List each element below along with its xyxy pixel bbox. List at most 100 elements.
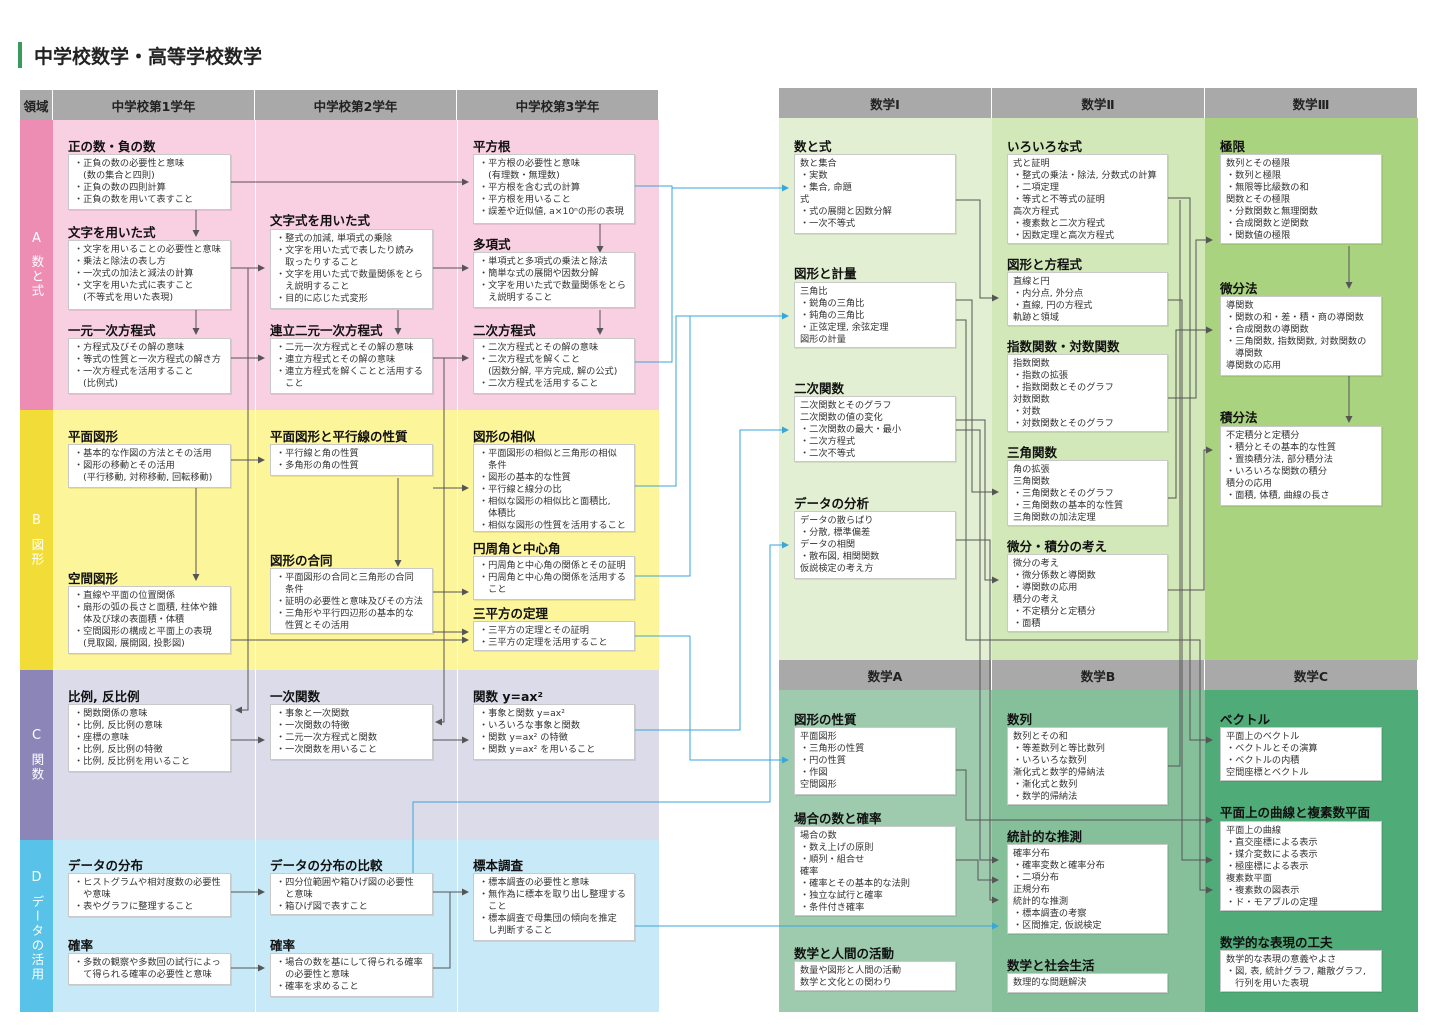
section-title: 平面図形 — [68, 429, 119, 444]
section-title: 数列 — [1007, 712, 1033, 727]
section-title: 文字を用いた式 — [68, 225, 156, 240]
section-title: 正の数・負の数 — [68, 139, 156, 154]
content-box: ・ヒストグラムや相対度数の必要性 や意味 ・表やグラフに整理すること — [68, 873, 231, 917]
section-title: 数学と社会生活 — [1007, 958, 1095, 973]
section-title: 極限 — [1220, 139, 1246, 154]
content-box: ・二元一次方程式とその解の意味 ・連立方程式とその解の意味 ・連立方程式を解くこ… — [270, 338, 433, 394]
content-box: ・平方根の必要性と意味 (有理数・無理数) ・平方根を含む式の計算 ・平方根を用… — [473, 154, 635, 224]
section-title: 図形と方程式 — [1007, 257, 1083, 272]
section-title: 数と式 — [794, 139, 832, 154]
section-title: 微分・積分の考え — [1007, 539, 1108, 554]
header-grade2: 中学校第2学年 — [255, 90, 457, 120]
content-box: 平面上のベクトル ・ベクトルとその演算 ・ベクトルの内積 空間座標とベクトル — [1220, 727, 1382, 781]
content-box: ・関数関係の意味 ・比例, 反比例の意味 ・座標の意味 ・比例, 反比例の特徴 … — [68, 704, 231, 772]
content-box: ・直線や平面の位置関係 ・扇形の弧の長さと面積, 柱体や錐 体及び球の表面積・体… — [68, 586, 231, 654]
content-box: データの散らばり ・分散, 標準偏差 データの相関 ・散布図, 相関関数 仮説検… — [794, 511, 956, 579]
content-box: ・多数の観察や多数回の試行によっ て得られる確率の必要性と意味 — [68, 953, 231, 985]
section-title: 図形と計量 — [794, 266, 857, 281]
content-box: 指数関数 ・指数の拡張 ・指数関数とそのグラフ 対数関数 ・対数 ・対数関数とそ… — [1007, 354, 1168, 432]
section-title: 確率 — [68, 938, 94, 953]
section-title: 図形の性質 — [794, 712, 857, 727]
content-box: 確率分布 ・確率変数と確率分布 ・二項分布 正規分布 統計的な推測 ・標本調査の… — [1007, 844, 1168, 934]
section-title: 数学と人間の活動 — [794, 946, 895, 961]
section-title: ベクトル — [1220, 712, 1271, 727]
content-box: ・平面図形の合同と三角形の合同 条件 ・証明の必要性と意味及びその方法 ・三角形… — [270, 568, 433, 634]
content-box: 式と証明 ・整式の乗法・除法, 分数式の計算 ・二項定理 ・等式と不等式の証明 … — [1007, 154, 1168, 244]
col-sep-2 — [457, 120, 458, 1012]
section-title: 図形の合同 — [270, 553, 333, 568]
section-title: 二次方程式 — [473, 323, 536, 338]
section-title: 文字式を用いた式 — [270, 213, 371, 228]
content-box: ・標本調査の必要性と意味 ・無作為に標本を取り出し整理する こと ・標本調査で母… — [473, 873, 635, 941]
content-box: 不定積分と定積分 ・積分とその基本的な性質 ・置換積分法, 部分積分法 ・いろい… — [1220, 426, 1382, 506]
section-title: 標本調査 — [473, 858, 524, 873]
content-box: ・平行線と角の性質 ・多角形の角の性質 — [270, 444, 433, 476]
section-title: 数学的な表現の工夫 — [1220, 935, 1333, 950]
section-title: 比例, 反比例 — [68, 689, 140, 704]
header-mathA: 数学A — [779, 660, 992, 690]
section-title: データの分布 — [68, 858, 144, 873]
section-title: データの分布の比較 — [270, 858, 383, 873]
section-title: データの分析 — [794, 496, 870, 511]
section-title: 指数関数・対数関数 — [1007, 339, 1120, 354]
header-mathC: 数学C — [1205, 660, 1418, 690]
content-box: ・平面図形の相似と三角形の相似 条件 ・図形の基本的な性質 ・平行線と線分の比 … — [473, 444, 635, 532]
section-title: いろいろな式 — [1007, 139, 1083, 154]
content-box: 数列とその和 ・等差数列と等比数列 ・いろいろな数列 漸化式と数学的帰納法 ・漸… — [1007, 727, 1168, 805]
section-title: 場合の数と確率 — [794, 811, 882, 826]
content-box: ・場合の数を基にして得られる確率 の必要性と意味 ・確率を求めること — [270, 953, 433, 997]
section-title: 平面上の曲線と複素数平面 — [1220, 805, 1371, 820]
content-box: 数量や図形と人間の活動 数学と文化との関わり — [794, 961, 956, 991]
section-title: 平面図形と平行線の性質 — [270, 429, 408, 444]
content-box: ・円周角と中心角の関係とその証明 ・円周角と中心角の関係を活用する こと — [473, 556, 635, 600]
section-title: 空間図形 — [68, 571, 119, 586]
section-title: 関数 y=ax² — [473, 689, 543, 704]
section-title: 平方根 — [473, 139, 511, 154]
content-box: 数理的な問題解決 — [1007, 973, 1168, 993]
page-title: 中学校数学・高等学校数学 — [34, 46, 263, 68]
content-box: ・方程式及びその解の意味 ・等式の性質と一次方程式の解き方 ・一次方程式を活用す… — [68, 338, 231, 394]
content-box: ・事象と関数 y=ax² ・いろいろな事象と関数 ・関数 y=ax² の特徴 ・… — [473, 704, 635, 760]
content-box: 導関数 ・関数の和・差・積・商の導関数 ・合成関数の導関数 ・三角関数, 指数関… — [1220, 296, 1382, 376]
section-title: 二次関数 — [794, 381, 845, 396]
section-title: 一次関数 — [270, 689, 321, 704]
col-sep-1 — [255, 120, 256, 1012]
header-math3: 数学Ⅲ — [1205, 88, 1418, 118]
content-box: ・基本的な作図の方法とその活用 ・図形の移動とその活用 (平行移動, 対称移動,… — [68, 444, 231, 488]
content-box: ・文字を用いることの必要性と意味 ・乗法と除法の表し方 ・一次式の加法と減法の計… — [68, 240, 231, 310]
content-box: 平面上の曲線 ・直交座標による表示 ・媒介変数による表示 ・極座標による表示 複… — [1220, 821, 1382, 911]
header-math1: 数学Ⅰ — [779, 88, 992, 118]
content-box: ・単項式と多項式の乗法と除法 ・簡単な式の展開や因数分解 ・文字を用いた式で数量… — [473, 252, 635, 308]
header-area: 領域 — [20, 90, 53, 120]
content-box: 三角比 ・鋭角の三角比 ・鈍角の三角比 ・正弦定理, 余弦定理 図形の計量 — [794, 282, 956, 348]
header-mathB: 数学B — [992, 660, 1205, 690]
section-title: 円周角と中心角 — [473, 541, 561, 556]
title-accent-bar — [18, 42, 22, 68]
content-box: ・正負の数の必要性と意味 (数の集合と四則) ・正負の数の四則計算 ・正負の数を… — [68, 154, 231, 210]
content-box: 微分の考え ・微分係数と導関数 ・導関数の応用 積分の考え ・不定積分と定積分 … — [1007, 554, 1168, 632]
section-title: 統計的な推測 — [1007, 829, 1083, 844]
header-grade1: 中学校第1学年 — [53, 90, 255, 120]
content-box: 数と集合 ・実数 ・集合, 命題 式 ・式の展開と因数分解 ・一次不等式 — [794, 154, 956, 234]
section-title: 三平方の定理 — [473, 606, 549, 621]
content-box: ・三平方の定理とその証明 ・三平方の定理を活用すること — [473, 621, 635, 651]
section-title: 確率 — [270, 938, 296, 953]
content-box: 二次関数とそのグラフ 二次関数の値の変化 ・二次関数の最大・最小 ・二次方程式 … — [794, 396, 956, 462]
section-title: 一元一次方程式 — [68, 323, 156, 338]
header-grade3: 中学校第3学年 — [457, 90, 659, 120]
content-box: 数列とその極限 ・数列と極限 ・無限等比級数の和 関数とその極限 ・分数関数と無… — [1220, 154, 1382, 244]
content-box: 場合の数 ・数え上げの原則 ・順列・組合せ 確率 ・確率とその基本的な法則 ・独… — [794, 826, 956, 916]
section-title: 図形の相似 — [473, 429, 536, 444]
header-math2: 数学Ⅱ — [992, 88, 1205, 118]
content-box: 数学的な表現の意義やよさ ・図, 表, 統計グラフ, 離散グラフ, 行列を用いた… — [1220, 950, 1382, 992]
content-box: ・整式の加減, 単項式の乗除 ・文字を用いた式で表したり読み 取ったりすること … — [270, 229, 433, 309]
section-title: 多項式 — [473, 237, 511, 252]
section-title: 三角関数 — [1007, 445, 1058, 460]
content-box: 平面図形 ・三角形の性質 ・円の性質 ・作図 空間図形 — [794, 727, 956, 795]
section-title: 積分法 — [1220, 410, 1258, 425]
